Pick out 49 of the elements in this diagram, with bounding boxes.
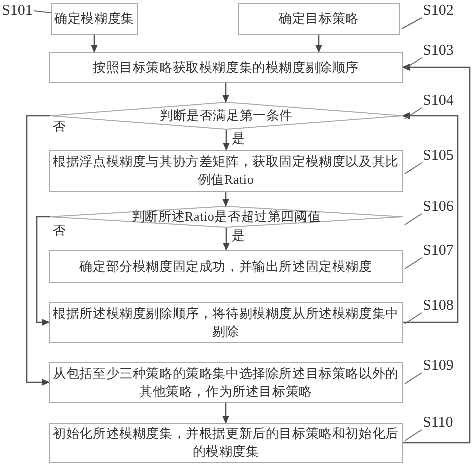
arrow	[223, 228, 230, 251]
step-number: S104	[423, 93, 454, 109]
step-text: 确定目标策略	[279, 10, 359, 28]
step-number: S107	[423, 243, 454, 259]
process-box	[49, 250, 403, 283]
edge-label: 否	[53, 224, 66, 238]
leader-line	[404, 372, 422, 384]
step-number: S103	[423, 43, 454, 59]
arrow	[316, 35, 322, 53]
step-text: 确定部分模糊度固定成功，并输出所述固定模糊度	[80, 258, 372, 276]
step-text: 根据所述模糊度剔除顺序，将待剔模糊度从所述模糊度集中剔除	[52, 304, 400, 340]
process-box	[51, 3, 138, 35]
leader-line	[404, 258, 422, 270]
step-text: 初始化所述模糊度集，并根据更新后的目标策略和初始化后的模糊度集	[52, 425, 400, 461]
leader-line	[402, 18, 422, 30]
process-box	[49, 52, 403, 83]
arrow	[402, 64, 471, 444]
step-number: S109	[423, 358, 454, 374]
arrow	[222, 83, 230, 103]
step-text: 根据浮点模糊度与其协方差矩阵，获取固定模糊度以及其比例值Ratio	[52, 153, 400, 189]
step-number: S106	[423, 199, 454, 215]
step-text: 从包括至少三种策略的策略集中选择除所述目标策略以外的其他策略，作为所述目标策略	[52, 364, 400, 400]
leader-line	[404, 312, 422, 324]
step-text: 判断所述Ratio是否超过第四阈值	[132, 208, 322, 226]
step-number: S110	[423, 415, 454, 431]
arrow	[223, 130, 230, 151]
arrow	[402, 112, 459, 324]
arrow	[26, 115, 50, 386]
leader-line	[404, 430, 422, 442]
step-number: S101	[2, 3, 33, 19]
leader-line	[404, 58, 422, 70]
step-text: 判断是否满足第一条件	[160, 107, 293, 125]
arrow	[36, 216, 50, 326]
leader-line	[404, 214, 422, 226]
leader-line	[404, 108, 422, 120]
arrow	[222, 403, 230, 424]
leader-line	[404, 162, 422, 174]
step-text: 按照目标策略获取模糊度集的模糊度剔除顺序	[93, 58, 359, 76]
step-number: S102	[423, 3, 454, 19]
edge-label: 是	[232, 132, 245, 146]
leader-line	[34, 10, 52, 14]
edge-label: 是	[232, 229, 245, 243]
process-box	[238, 3, 400, 35]
arrow	[91, 35, 98, 53]
step-number: S105	[423, 148, 454, 164]
step-number: S108	[423, 298, 454, 314]
arrow	[222, 192, 230, 207]
step-text: 确定模糊度集	[54, 10, 134, 28]
edge-label: 否	[53, 120, 66, 134]
